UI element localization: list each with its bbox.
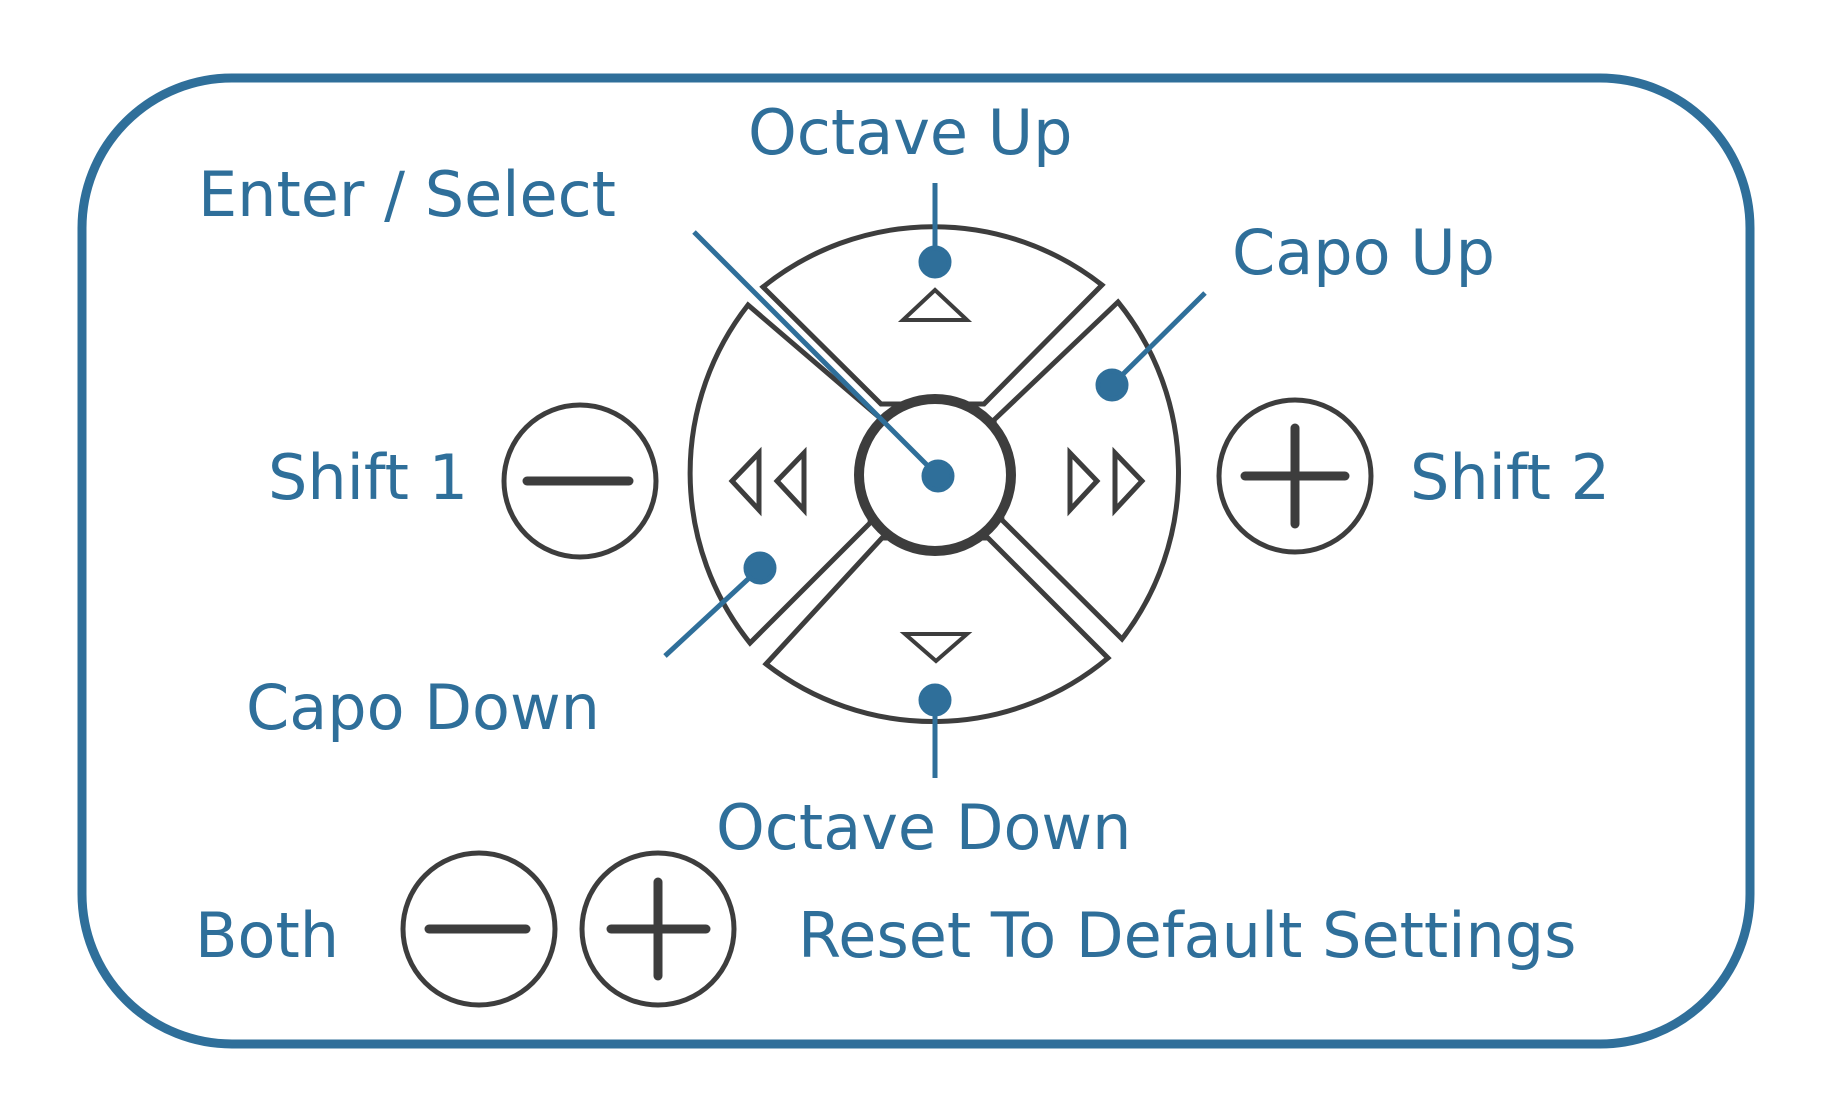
dpad-bottom-segment[interactable] [762,535,1112,725]
fast-forward-icon [1067,446,1146,517]
triangle-down-icon [899,632,973,664]
dpad-left-segment[interactable] [687,301,883,647]
both-minus-button[interactable] [400,850,558,1008]
rewind-icon [728,446,807,517]
dot-enter-select [921,459,955,493]
shift2-button[interactable] [1216,397,1374,555]
dot-capo-down [743,551,777,585]
plus-icon [1240,423,1350,529]
label-capo-down: Capo Down [246,671,600,744]
leader-enter-select [692,230,940,478]
plus-icon [606,877,711,981]
both-plus-button[interactable] [579,850,737,1008]
callouts [663,183,1207,778]
dpad-top-segment[interactable] [759,224,1106,407]
dot-octave-down [918,683,952,717]
label-octave-down: Octave Down [716,791,1132,864]
label-shift2: Shift 2 [1410,441,1611,514]
leader-capo-up [1110,291,1207,387]
dot-capo-up [1095,368,1129,402]
outer-frame [77,73,1755,1049]
label-both: Both [195,899,340,972]
triangle-up-icon [897,287,973,322]
label-shift1: Shift 1 [268,441,469,514]
shift1-button[interactable] [501,402,659,560]
label-capo-up: Capo Up [1232,216,1496,289]
label-reset: Reset To Default Settings [798,899,1577,972]
label-octave-up: Octave Up [748,96,1073,169]
dot-octave-up [918,245,952,279]
label-enter-select: Enter / Select [198,158,616,231]
leader-capo-down [663,566,762,658]
